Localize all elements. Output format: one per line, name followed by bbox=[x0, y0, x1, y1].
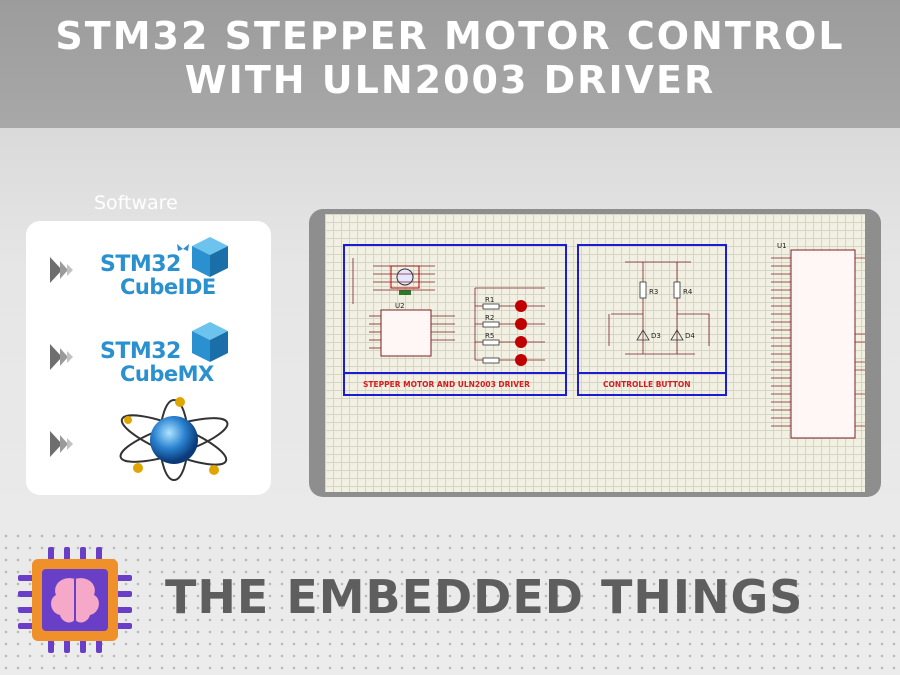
page-title-line1: STM32 STEPPER MOTOR CONTROL bbox=[55, 14, 845, 58]
r2-label: R2 bbox=[485, 314, 494, 322]
software-label: Software bbox=[94, 192, 178, 214]
chip-brain-logo bbox=[18, 547, 132, 653]
schematic-frame: STEPPER MOTOR AND ULN2003 DRIVER CONTROL… bbox=[309, 209, 881, 497]
cubemx-line2: CubeMX bbox=[120, 362, 214, 386]
software-item-cubemx: STM32 CubeMX bbox=[26, 314, 271, 394]
driver-caption: STEPPER MOTOR AND ULN2003 DRIVER bbox=[363, 380, 530, 389]
header-banner: STM32 STEPPER MOTOR CONTROL WITH ULN2003… bbox=[0, 0, 900, 128]
proteus-schematic: STEPPER MOTOR AND ULN2003 DRIVER CONTROL… bbox=[325, 214, 865, 492]
software-item-cubeide: STM32 CubeIDE bbox=[26, 227, 271, 307]
cubemx-line1: STM32 bbox=[100, 339, 181, 364]
butterfly-icon bbox=[177, 244, 189, 251]
dot-pattern bbox=[0, 530, 900, 675]
cubeide-line1: STM32 bbox=[100, 252, 181, 277]
button-caption-box bbox=[577, 372, 727, 396]
r5-label: R5 bbox=[485, 332, 494, 340]
r3-label: R3 bbox=[649, 288, 658, 296]
play-arrow-icon bbox=[50, 344, 73, 370]
play-arrow-icon bbox=[50, 431, 73, 457]
schematic-wiring: U1 U2 R1 R2 R3 R4 R5 D3 D4 bbox=[352, 242, 865, 439]
cube-icon bbox=[192, 237, 228, 277]
stm32-cubemx-logo: STM32 CubeMX bbox=[100, 322, 240, 392]
cubeide-line2: CubeIDE bbox=[120, 275, 216, 299]
button-caption: CONTROLLE BUTTON bbox=[603, 380, 691, 389]
play-arrow-icon bbox=[50, 257, 73, 283]
stm32-cubeide-logo: STM32 CubeIDE bbox=[100, 235, 240, 305]
cube-icon bbox=[192, 322, 228, 362]
u1-label: U1 bbox=[777, 242, 787, 250]
software-card: STM32 CubeIDE STM32 CubeMX bbox=[26, 221, 271, 495]
page-title-line2: WITH ULN2003 DRIVER bbox=[184, 58, 716, 102]
d3-label: D3 bbox=[651, 332, 661, 340]
proteus-logo bbox=[119, 397, 229, 481]
brand-name: THE EMBEDDED THINGS bbox=[165, 570, 804, 624]
r4-label: R4 bbox=[683, 288, 693, 296]
r1-label: R1 bbox=[485, 296, 494, 304]
u2-label: U2 bbox=[395, 302, 405, 310]
software-item-proteus bbox=[26, 397, 271, 481]
d4-label: D4 bbox=[685, 332, 695, 340]
driver-caption-box bbox=[343, 372, 567, 396]
